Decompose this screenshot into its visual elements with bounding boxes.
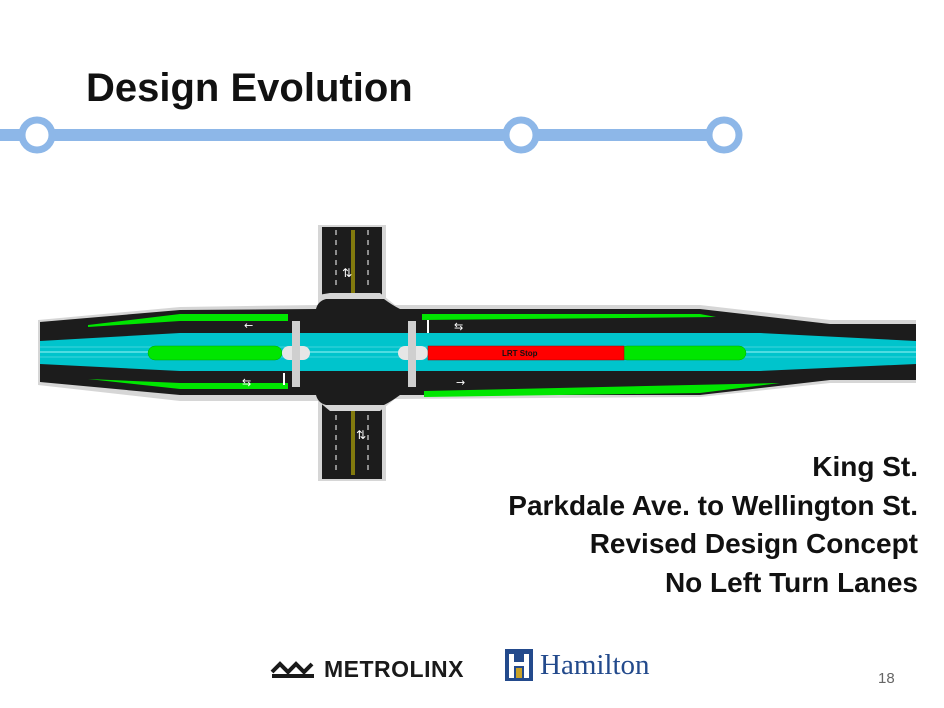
lrt-stop-platform: [427, 345, 625, 361]
green-median-west: [147, 345, 283, 361]
hamilton-crest-icon: [505, 649, 533, 681]
green-buffer-sw: [88, 379, 288, 389]
metrolinx-logo: METROLINX: [270, 652, 464, 686]
green-buffer-se: [424, 383, 780, 397]
caption-line-concept: Revised Design Concept: [589, 528, 918, 559]
accent-node-middle: [502, 116, 540, 154]
lane-arrow-icon: ⇆: [454, 320, 463, 333]
main-road: LRT Stop ← ⇆ ⇆ →: [38, 293, 916, 411]
accent-node-left: [18, 116, 56, 154]
title-accent-line: [0, 116, 743, 154]
caption-line-extent: Parkdale Ave. to Wellington St.: [508, 489, 918, 521]
intersection-plan-diagram: ⇅ ⇅ LRT Stop ← ⇆ ⇆ →: [38, 225, 916, 481]
metrolinx-wave-icon: [270, 661, 314, 678]
westbound-arrow-icon: ←: [244, 319, 253, 332]
hamilton-logo: Hamilton: [504, 648, 650, 682]
slide-title: Design Evolution: [86, 66, 413, 110]
lane-arrow-icon: ⇆: [242, 376, 251, 389]
crosswalk-west: [292, 321, 300, 387]
eastbound-arrow-icon: →: [456, 376, 465, 389]
lrt-stop-label: LRT Stop: [502, 349, 538, 358]
crosswalk-east: [408, 321, 416, 387]
lane-arrow-icon: ⇅: [356, 428, 366, 442]
caption-block: King St. Parkdale Ave. to Wellington St.…: [508, 448, 918, 602]
page-number: 18: [878, 670, 895, 687]
lane-arrow-icon: ⇅: [342, 266, 352, 280]
green-buffer-ne: [422, 314, 716, 320]
metrolinx-wordmark: METROLINX: [324, 655, 464, 682]
green-buffer-nw: [88, 314, 288, 327]
caption-line-note: No Left Turn Lanes: [664, 566, 918, 598]
accent-node-right: [705, 116, 743, 154]
hamilton-wordmark: Hamilton: [540, 648, 650, 681]
green-median-east: [619, 345, 747, 361]
caption-line-street: King St.: [812, 451, 918, 482]
